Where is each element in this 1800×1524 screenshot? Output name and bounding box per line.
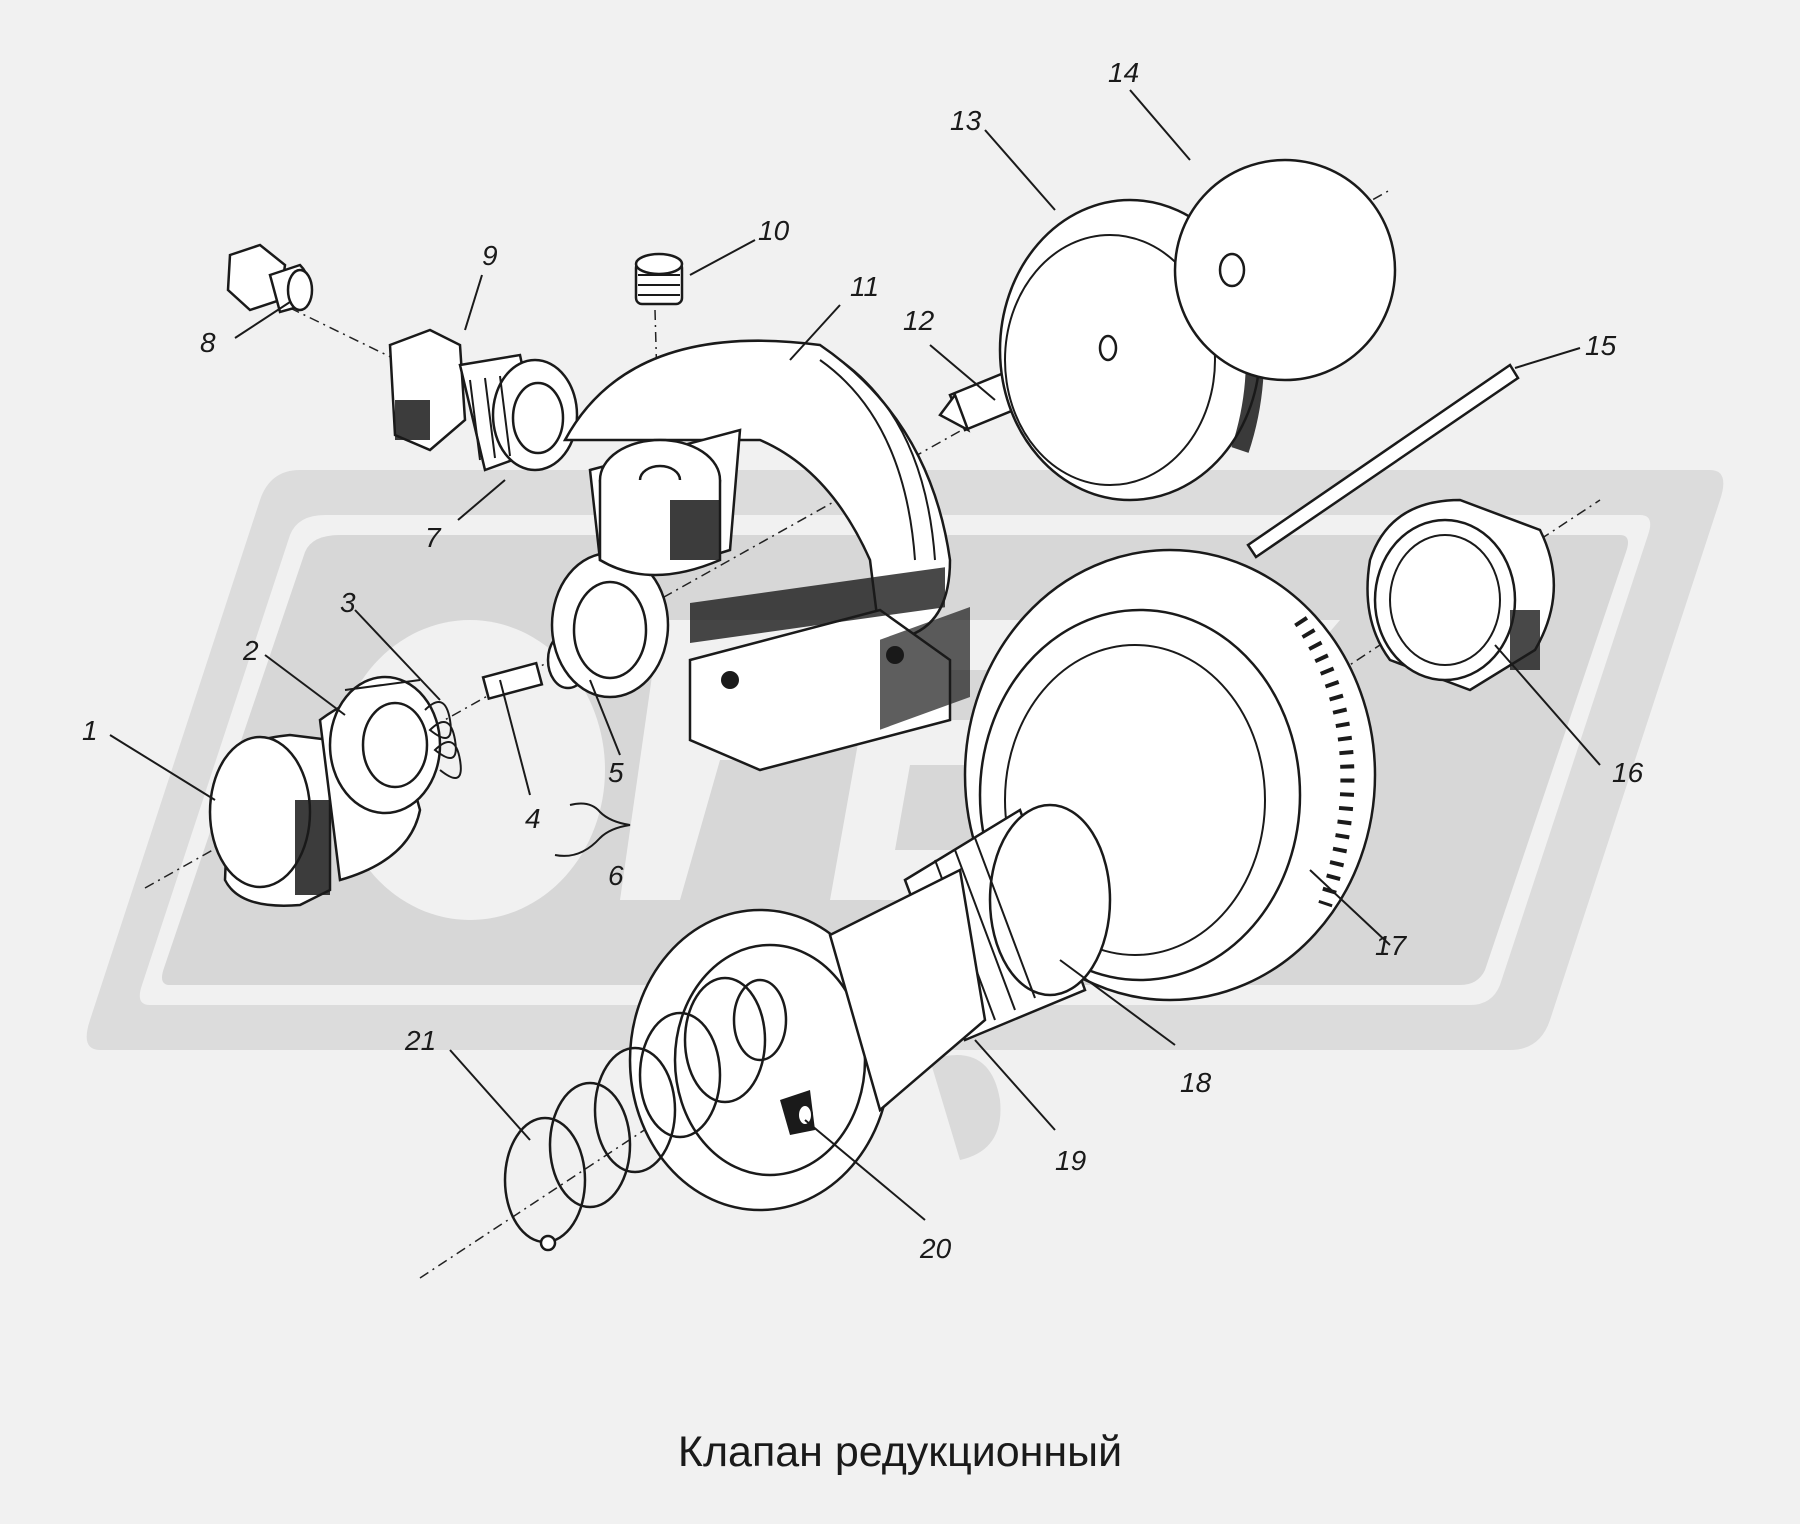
callout-8: 8 <box>200 327 216 358</box>
part-15-rod <box>1246 363 1520 559</box>
part-10-set-screw <box>634 252 684 306</box>
callout-9: 9 <box>482 240 498 271</box>
callout-16: 16 <box>1612 757 1644 788</box>
part-5-washer <box>550 551 670 699</box>
callout-12: 12 <box>903 305 935 336</box>
callout-5: 5 <box>608 757 624 788</box>
diagram-caption: Клапан редукционный <box>677 1428 1123 1476</box>
part-14-diaphragm <box>1173 158 1397 382</box>
part-16-union-nut <box>1366 498 1555 692</box>
part-9-fitting <box>388 328 579 472</box>
callout-3: 3 <box>340 587 356 618</box>
callout-18: 18 <box>1180 1067 1212 1098</box>
part-3-spring <box>424 701 462 779</box>
callout-4: 4 <box>525 803 541 834</box>
callout-19: 19 <box>1055 1145 1086 1176</box>
callout-17: 17 <box>1375 930 1408 961</box>
part-8-bolt <box>226 243 314 314</box>
callout-13: 13 <box>950 105 982 136</box>
callout-labels: 1 2 3 4 5 6 7 8 9 10 11 12 13 14 15 16 1… <box>82 57 1644 1264</box>
part-2-bushing <box>328 675 442 815</box>
callout-15: 15 <box>1585 330 1617 361</box>
callout-6: 6 <box>608 860 624 891</box>
callout-2: 2 <box>242 635 259 666</box>
leader-lines <box>109 89 1601 1221</box>
callout-21: 21 <box>404 1025 436 1056</box>
callout-20: 20 <box>919 1233 952 1264</box>
callout-14: 14 <box>1108 57 1139 88</box>
part-20-marker <box>780 1090 815 1135</box>
part-11-body <box>562 339 952 772</box>
callout-11: 11 <box>850 271 879 302</box>
callout-7: 7 <box>425 522 442 553</box>
callout-1: 1 <box>82 715 98 746</box>
callout-10: 10 <box>758 215 790 246</box>
part-21-spring <box>503 976 788 1252</box>
